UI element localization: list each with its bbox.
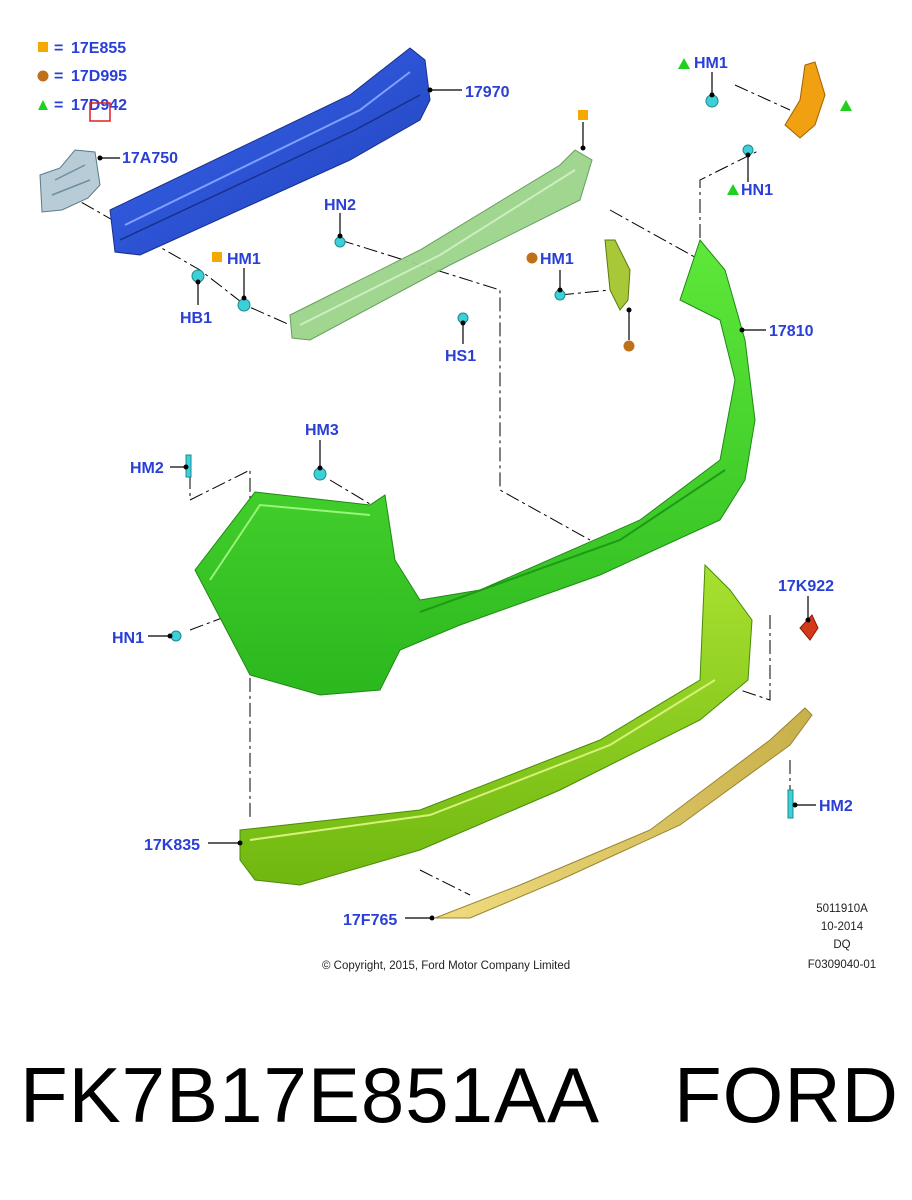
label-HM2-a: HM2: [130, 460, 164, 477]
legend-eq-3: =: [54, 97, 63, 114]
brown-circle-icon-2: [623, 340, 635, 352]
skid-plate[interactable]: [434, 707, 813, 919]
label-HM1-b: HM1: [540, 251, 574, 268]
label-17810: 17810: [769, 323, 814, 340]
legend-circle-icon: [37, 70, 49, 82]
label-17A750: 17A750: [122, 150, 178, 167]
highlight-box: [89, 102, 111, 122]
bumper-cover[interactable]: [194, 238, 756, 696]
drawing-info: 5011910A 10-2014 DQ F0309040-01 © Copyri…: [322, 903, 876, 972]
label-HM1-c: HM1: [694, 55, 728, 72]
label-HN1-b: HN1: [112, 630, 144, 647]
clip-hm2-b[interactable]: [787, 789, 794, 819]
label-17K835: 17K835: [144, 837, 200, 854]
label-HS1: HS1: [445, 348, 476, 365]
label-HM1-a: HM1: [227, 251, 261, 268]
legend: = 17E855 = 17D995 = 17D942: [37, 40, 127, 122]
lower-valance[interactable]: [239, 563, 753, 886]
green-triangle-icon: [678, 58, 690, 69]
info-initials: DQ: [833, 939, 850, 951]
callout-symbols: [212, 58, 852, 352]
leader-lines: [97, 72, 816, 921]
center-bracket[interactable]: [604, 239, 631, 311]
label-HN2: HN2: [324, 197, 356, 214]
legend-code-3: 17D942: [71, 97, 127, 114]
label-17K922: 17K922: [778, 578, 834, 595]
reinforcement-beam[interactable]: [109, 47, 431, 256]
legend-code-1: 17E855: [71, 40, 126, 57]
part-labels: 17970 17A750 HB1 HM1 HN2 HS1 HM1 HM1 HN1…: [112, 55, 853, 929]
label-17970: 17970: [465, 84, 510, 101]
mounting-bracket[interactable]: [39, 149, 101, 213]
label-HM3: HM3: [305, 422, 339, 439]
copyright: © Copyright, 2015, Ford Motor Company Li…: [322, 960, 570, 972]
parts-diagram: = 17E855 = 17D995 = 17D942: [37, 40, 876, 972]
label-HN1-a: HN1: [741, 182, 773, 199]
brand-name: FORD: [674, 1051, 899, 1139]
legend-triangle-icon: [38, 100, 48, 110]
clips: [170, 94, 794, 819]
label-HB1: HB1: [180, 310, 212, 327]
info-date: 10-2014: [821, 921, 864, 933]
energy-absorber[interactable]: [289, 149, 593, 341]
part-number: FK7B17E851AA: [20, 1051, 601, 1139]
label-17F765: 17F765: [343, 912, 397, 929]
info-code: 5011910A: [816, 903, 868, 915]
side-bracket[interactable]: [784, 61, 826, 139]
green-triangle-icon-2: [840, 100, 852, 111]
orange-square-icon: [578, 110, 588, 120]
info-ref: F0309040-01: [808, 959, 876, 971]
label-HM2-b: HM2: [819, 798, 853, 815]
legend-square-icon: [38, 42, 48, 52]
orange-square-icon-2: [212, 252, 222, 262]
clip-hm1-a[interactable]: [237, 298, 251, 312]
legend-eq-1: =: [54, 40, 63, 57]
brown-circle-icon: [526, 252, 538, 264]
green-triangle-icon-3: [727, 184, 739, 195]
legend-code-2: 17D995: [71, 68, 127, 85]
legend-eq-2: =: [54, 68, 63, 85]
